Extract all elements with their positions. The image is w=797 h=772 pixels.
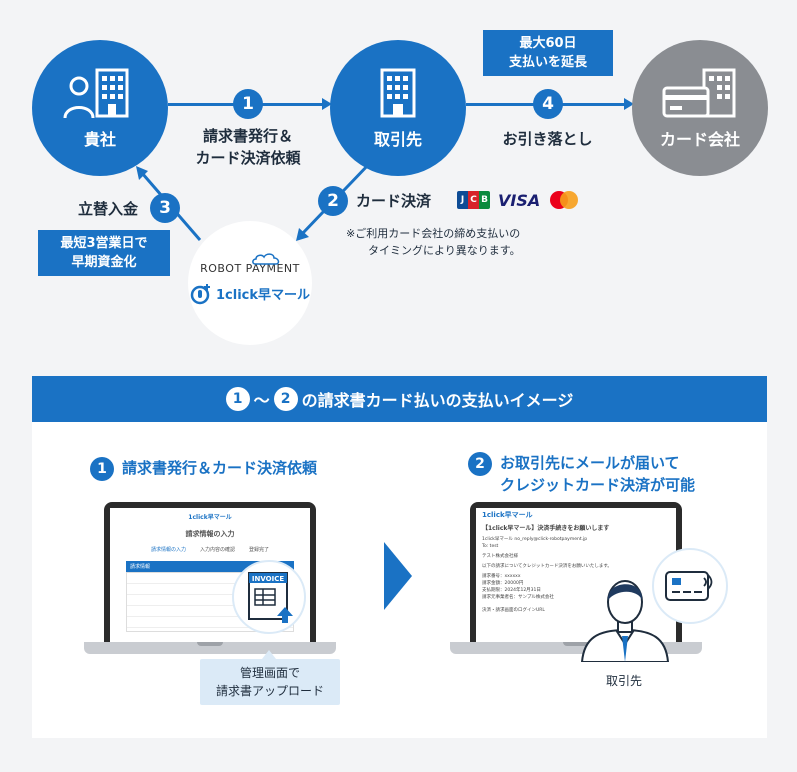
flow-arrow-right xyxy=(384,542,412,610)
arrowhead-2 xyxy=(296,228,309,241)
credit-card-bubble xyxy=(652,548,728,624)
step-4-box-line1: 最大60日 xyxy=(519,36,577,51)
invoice-label: INVOICE xyxy=(252,575,284,583)
right-screen-row-2: 請求金額：20000円 xyxy=(482,581,524,586)
panel-header-tilde: 〜 xyxy=(253,391,270,410)
step-4-box-line2: 支払いを延長 xyxy=(508,55,587,70)
panel-header-num1: 1 xyxy=(225,387,250,411)
company-building-icon xyxy=(63,68,129,119)
robot-payment-node: ROBOT PAYMENT 1click早マール xyxy=(188,221,312,345)
step-3-badge: 3 xyxy=(150,193,180,223)
right-screen-from: 1click早マール no_reply@click-robotpayment.j… xyxy=(482,537,588,542)
mastercard-logo xyxy=(550,191,579,209)
step-2-text: カード決済 xyxy=(356,192,432,210)
right-screen-link: 決済・請求画面のログインURL xyxy=(482,608,545,613)
left-caption-line1: 管理画面で xyxy=(239,666,300,680)
left-screen-title: 請求情報の入力 xyxy=(185,530,235,538)
left-caption-pointer xyxy=(262,650,276,659)
left-subheading: 1 請求書発行＆カード決済依頼 xyxy=(90,457,317,481)
right-screen-row-3: 支払期限：2024年12月31日 xyxy=(482,588,541,593)
left-screen-step-2: 入力内容の確認 xyxy=(199,547,235,553)
right-subheading-num: 2 xyxy=(468,452,492,476)
oneclick-logo: 1click早マール xyxy=(190,283,310,305)
card-company-node: カード会社 xyxy=(632,40,768,176)
right-caption: 取引先 xyxy=(606,674,643,688)
right-screen-intro: 以下の請求についてクレジットカード決済をお願いいたします。 xyxy=(482,564,612,569)
step-2-badge: 2 xyxy=(318,186,348,216)
business-person-icon xyxy=(580,580,670,662)
partner-node: 取引先 xyxy=(330,40,466,176)
left-caption-line2: 請求書アップロード xyxy=(215,684,324,698)
right-screen-greeting: テスト株式会社様 xyxy=(482,554,518,559)
left-laptop-base xyxy=(84,642,336,654)
partner-building-icon xyxy=(380,68,416,118)
company-label: 貴社 xyxy=(83,130,116,149)
panel-header-text: の請求書カード払いの支払いイメージ xyxy=(301,391,574,410)
cloud-icon xyxy=(252,253,280,265)
step-4-badge: 4 xyxy=(533,89,563,119)
right-screen-to: To: test xyxy=(482,544,499,549)
step-3-box-line2: 早期資金化 xyxy=(71,255,137,270)
step-3-text: 立替入金 xyxy=(77,200,138,218)
left-screen-logo: 1click早マール xyxy=(188,514,232,521)
step-4-text: お引き落とし xyxy=(502,130,593,148)
right-screen-row-4: 請求元事業者名：サンプル株式会社 xyxy=(482,595,554,600)
left-caption: 管理画面で 請求書アップロード xyxy=(200,659,340,705)
step-1-line1: 請求書発行＆ xyxy=(202,127,293,145)
step-1-text: 請求書発行＆ カード決済依頼 xyxy=(178,125,318,169)
robot-payment-text: ROBOT PAYMENT xyxy=(200,261,300,275)
invoice-upload-icon: INVOICE xyxy=(232,560,306,634)
step-2-note-line1: ※ご利用カード会社の締め支払いの xyxy=(346,227,521,240)
visa-logo: VISA xyxy=(498,190,541,210)
step-2-note-line2: タイミングにより異なります。 xyxy=(368,244,521,257)
right-subheading: 2 お取引先にメールが届いて クレジットカード決済が可能 xyxy=(468,452,695,496)
oneclick-text: 1click早マール xyxy=(215,288,310,303)
right-screen-row-1: 請求番号：xxxxxx xyxy=(482,574,521,579)
card-company-icon xyxy=(662,68,736,118)
step-3-box: 最短3営業日で 早期資金化 xyxy=(38,230,170,276)
right-screen-subject: 【1click早マール】決済手続きをお願いします xyxy=(482,525,610,532)
left-subheading-text: 請求書発行＆カード決済依頼 xyxy=(122,459,318,477)
left-screen-steps: 請求情報の入力 入力内容の確認 登録完了 xyxy=(110,546,310,553)
oneclick-hand-icon xyxy=(190,283,210,304)
left-screen-step-1: 請求情報の入力 xyxy=(150,547,186,553)
arrowhead-3 xyxy=(136,166,148,180)
right-screen-logo: 1click早マール xyxy=(482,511,533,519)
right-subheading-line1: お取引先にメールが届いて xyxy=(500,454,680,472)
left-screen-section: 請求情報 xyxy=(126,561,294,572)
arrowhead-4 xyxy=(624,98,634,110)
right-laptop-screen: 1click早マール 【1click早マール】決済手続きをお願いします 1cli… xyxy=(476,508,676,642)
panel-header-num2: 2 xyxy=(273,387,298,411)
step-1-badge: 1 xyxy=(233,89,263,119)
right-subheading-line2: クレジットカード決済が可能 xyxy=(500,476,696,494)
left-screen-step-3: 登録完了 xyxy=(249,547,270,553)
jcb-logo: J C B xyxy=(457,191,490,209)
right-subheading-text: お取引先にメールが届いて クレジットカード決済が可能 xyxy=(500,452,695,496)
card-brands: J C B VISA xyxy=(457,190,580,210)
step-4-box: 最大60日 支払いを延長 xyxy=(483,30,613,76)
credit-card-icon xyxy=(665,571,713,601)
partner-label: 取引先 xyxy=(373,130,422,149)
panel-header: 1 〜 2 の請求書カード払いの支払いイメージ xyxy=(32,376,767,422)
left-subheading-num: 1 xyxy=(90,457,114,481)
step-2-note: ※ご利用カード会社の締め支払いの タイミングにより異なります。 xyxy=(346,225,521,259)
arrowhead-1 xyxy=(322,98,332,110)
company-node: 貴社 xyxy=(32,40,168,176)
step-3-box-line1: 最短3営業日で xyxy=(60,236,148,251)
card-company-label: カード会社 xyxy=(659,130,740,149)
step-1-line2: カード決済依頼 xyxy=(195,149,301,167)
